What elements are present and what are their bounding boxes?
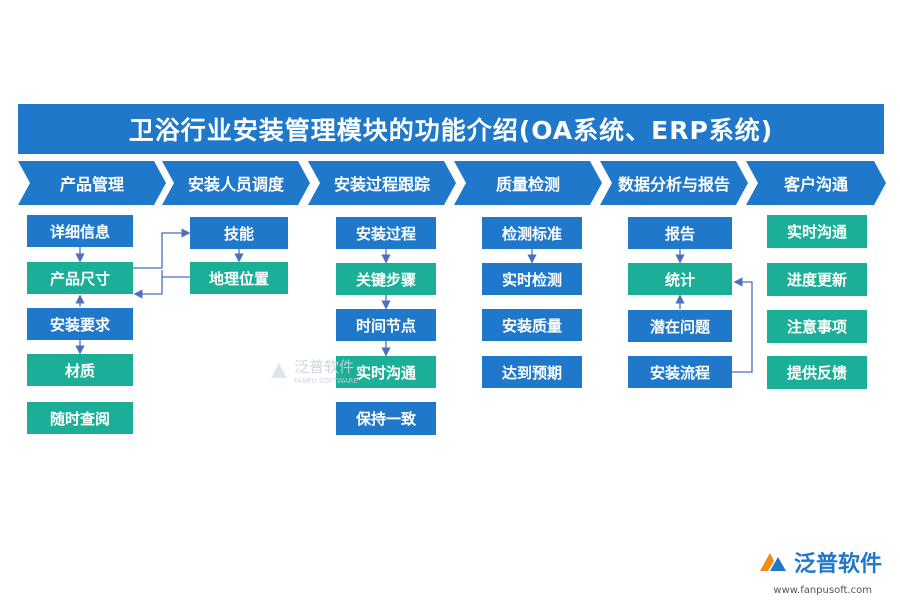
- box-product-size: 产品尺寸: [27, 262, 133, 294]
- box-lookup-anytime: 随时查阅: [27, 402, 133, 434]
- box-install-process: 安装过程: [336, 217, 436, 249]
- box-statistics: 统计: [628, 263, 732, 295]
- category-data-analysis: 数据分析与报告: [600, 161, 748, 205]
- box-realtime-inspection: 实时检测: [482, 263, 582, 295]
- category-installer-dispatch: 安装人员调度: [162, 161, 310, 205]
- box-geo-location: 地理位置: [190, 262, 288, 294]
- box-report: 报告: [628, 217, 732, 249]
- box-potential-issues: 潜在问题: [628, 310, 732, 342]
- box-stay-consistent: 保持一致: [336, 402, 436, 435]
- box-install-quality: 安装质量: [482, 309, 582, 341]
- watermark-text: 泛普软件: [294, 358, 355, 376]
- box-meet-expectations: 达到预期: [482, 356, 582, 388]
- arrow-flow-to-statistics: [732, 277, 753, 373]
- box-realtime-communication: 实时沟通: [336, 356, 436, 388]
- arrow-size-to-skills: [133, 228, 191, 269]
- box-provide-feedback: 提供反馈: [767, 356, 867, 389]
- fanpu-logo-icon: [759, 553, 786, 571]
- watermark-subtext: FANPU SOFTWARE: [294, 377, 358, 385]
- category-product-management: 产品管理: [18, 161, 166, 205]
- watermark-logo-icon: [271, 362, 287, 378]
- box-install-requirements: 安装要求: [27, 308, 133, 340]
- logo-url: www.fanpusoft.com: [773, 585, 872, 596]
- box-customer-realtime: 实时沟通: [767, 215, 867, 248]
- brand-logo: 泛普软件: [758, 546, 882, 578]
- category-process-tracking: 安装过程跟踪: [308, 161, 456, 205]
- watermark: 泛普软件 FANPU SOFTWARE: [268, 356, 358, 385]
- box-progress-update: 进度更新: [767, 263, 867, 296]
- box-time-nodes: 时间节点: [336, 309, 436, 341]
- box-install-flow: 安装流程: [628, 356, 732, 388]
- box-inspection-standard: 检测标准: [482, 217, 582, 249]
- category-customer-communication: 客户沟通: [746, 161, 886, 205]
- arrow-location-to-size: [133, 270, 163, 299]
- box-material: 材质: [27, 354, 133, 386]
- box-notes: 注意事项: [767, 310, 867, 343]
- box-skills: 技能: [190, 217, 288, 249]
- page-title: 卫浴行业安装管理模块的功能介绍(OA系统、ERP系统): [18, 104, 884, 154]
- box-detail-info: 详细信息: [27, 215, 133, 247]
- box-key-steps: 关键步骤: [336, 263, 436, 295]
- category-quality-inspection: 质量检测: [454, 161, 602, 205]
- logo-text: 泛普软件: [793, 552, 882, 577]
